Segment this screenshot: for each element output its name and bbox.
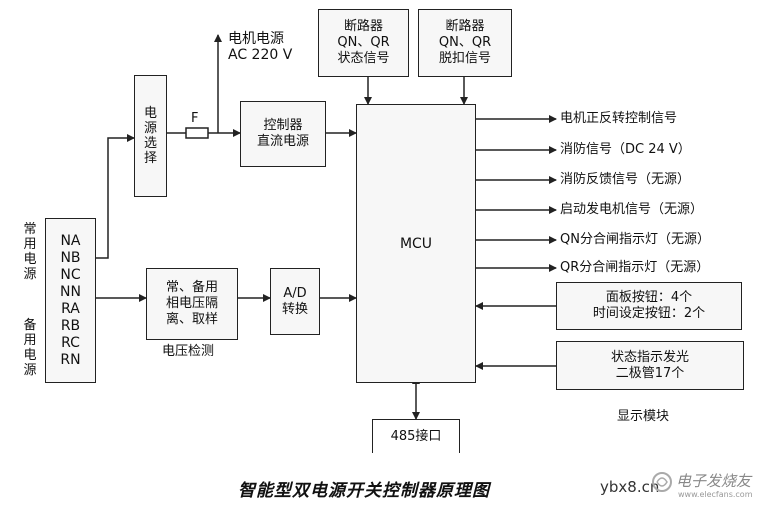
output-label-5: QN分合闸指示灯（无源） <box>560 232 710 247</box>
breaker-status-box: 断路器 QN、QR 状态信号 <box>318 9 409 77</box>
line-normal-to-power-select <box>96 134 135 259</box>
output-label-2: 消防信号（DC 24 V） <box>560 142 691 157</box>
voltage-detect-label: 电压检测 <box>162 344 215 359</box>
diagram-caption: 智能型双电源开关控制器原理图 <box>238 481 490 501</box>
source-normal-label: 常用电源 <box>23 222 37 282</box>
output-label-4: 启动发电机信号（无源） <box>560 202 704 217</box>
controller-dc-box: 控制器 直流电源 <box>240 101 326 167</box>
watermark-site: ybx8.cn <box>600 478 660 496</box>
source-backup-label: 备用电源 <box>23 318 37 378</box>
rs485-box: 485接口 <box>372 419 460 453</box>
watermark-brand: 电子发烧友 <box>676 472 752 490</box>
power-select-box: 电源选择 <box>134 75 167 197</box>
ad-box: A/D 转换 <box>270 268 320 335</box>
motor-power-label: 电机电源 AC 220 V <box>228 31 293 63</box>
output-label-1: 电机正反转控制信号 <box>560 111 678 126</box>
display-module-label: 显示模块 <box>617 409 670 424</box>
terminals-box: NA NB NC NN RA RB RC RN <box>45 218 96 383</box>
fuse-symbol <box>185 127 209 139</box>
panel-buttons-box: 面板按钮：4个 时间设定按钮：2个 <box>556 282 742 330</box>
output-label-6: QR分合闸指示灯（无源） <box>560 260 710 275</box>
breaker-trip-box: 断路器 QN、QR 脱扣信号 <box>418 9 512 77</box>
mcu-box: MCU <box>356 104 476 383</box>
status-led-box: 状态指示发光 二极管17个 <box>556 341 744 390</box>
power-select-label: 电源选择 <box>143 106 157 166</box>
voltage-sampling-box: 常、备用 相电压隔 离、取样 <box>146 268 238 340</box>
watermark-url: www.elecfans.com <box>678 490 753 499</box>
elecfans-logo-icon <box>652 472 672 492</box>
fuse-label: F <box>191 111 199 126</box>
output-label-3: 消防反馈信号（无源） <box>560 172 691 187</box>
